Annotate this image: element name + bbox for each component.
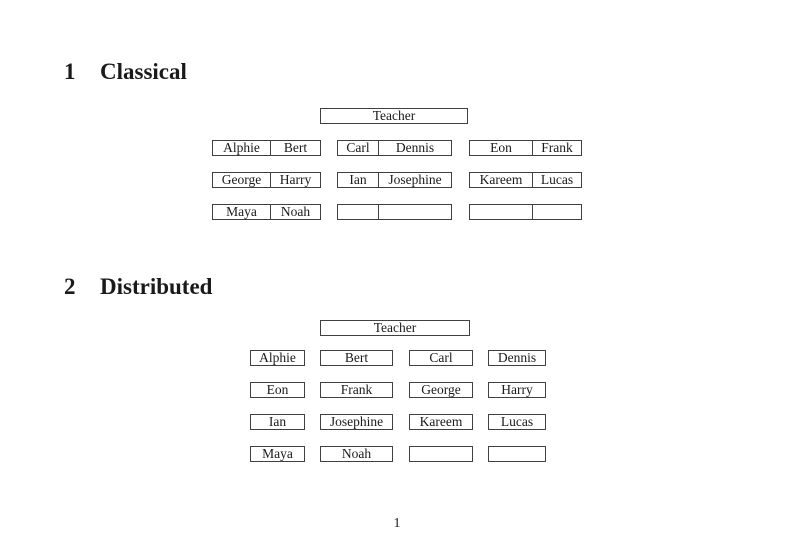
desk-seat: Lucas [540, 172, 574, 187]
desk: Alphie Bert [212, 140, 321, 156]
desk-seat [470, 205, 533, 219]
student-box: Frank [320, 382, 393, 398]
section-title: Distributed [100, 274, 213, 299]
teacher-box: Teacher [320, 108, 468, 124]
desk-seat: Maya [213, 205, 271, 219]
desk-empty [337, 204, 452, 220]
section-heading-classical: 1 Classical [64, 59, 187, 85]
student-box-empty [488, 446, 546, 462]
student-box: George [409, 382, 473, 398]
desk: Maya Noah [212, 204, 321, 220]
section-number: 2 [64, 274, 76, 299]
desk-seat [533, 205, 581, 219]
teacher-box: Teacher [320, 320, 470, 336]
student-box: Harry [488, 382, 546, 398]
desk-seat: Eon [470, 141, 533, 155]
desk-empty [469, 204, 582, 220]
student-box: Noah [320, 446, 393, 462]
desk: George Harry [212, 172, 321, 188]
desk: Eon Frank [469, 140, 582, 156]
desk-seat: Frank [541, 140, 573, 155]
student-box: Dennis [488, 350, 546, 366]
page-number: 1 [393, 516, 401, 531]
desk-seat: Kareem [470, 173, 533, 187]
section-title: Classical [100, 59, 187, 84]
desk-seat [338, 205, 379, 219]
desk-seat: Bert [283, 140, 308, 155]
desk-seat: Ian [338, 173, 379, 187]
desk-seat: Dennis [395, 140, 435, 155]
desk-seat: Carl [338, 141, 379, 155]
student-box-empty [409, 446, 473, 462]
student-box: Josephine [320, 414, 393, 430]
student-box: Maya [250, 446, 305, 462]
desk-seat [379, 205, 451, 219]
desk-seat: Alphie [213, 141, 271, 155]
desk: Ian Josephine [337, 172, 452, 188]
student-box: Kareem [409, 414, 473, 430]
desk-seat: George [213, 173, 271, 187]
desk-seat: Harry [279, 172, 312, 187]
student-box: Alphie [250, 350, 305, 366]
desk-seat: Noah [280, 204, 311, 219]
desk: Carl Dennis [337, 140, 452, 156]
desk: Kareem Lucas [469, 172, 582, 188]
student-box: Eon [250, 382, 305, 398]
student-box: Lucas [488, 414, 546, 430]
student-box: Carl [409, 350, 473, 366]
student-box: Ian [250, 414, 305, 430]
section-number: 1 [64, 59, 76, 84]
student-box: Bert [320, 350, 393, 366]
section-heading-distributed: 2 Distributed [64, 274, 212, 300]
desk-seat: Josephine [388, 172, 442, 187]
